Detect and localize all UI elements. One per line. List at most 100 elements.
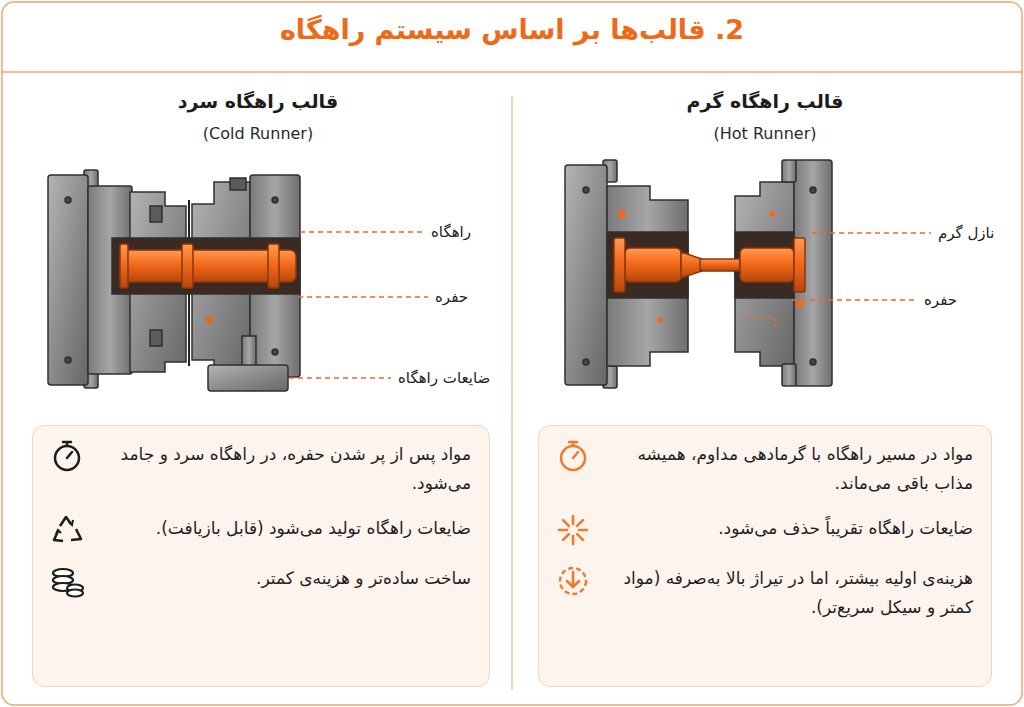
feature-row: هزینه‌ی اولیه بیشتر، اما در تیراژ بالا ب… [553,564,973,622]
feature-icon-part [67,590,83,597]
feature-icon [47,512,87,548]
hot-runner-mold-part [607,186,688,366]
cold-runner-mold-part [272,349,278,355]
feature-icon-part [563,520,569,526]
leader-line [812,232,931,234]
feature-row: مواد در مسیر راهگاه با گرمادهی مداوم، هم… [553,440,973,498]
hot-runner-mold-part [810,187,816,193]
cold-runner-mold-part [206,316,214,324]
cold-runner-mold-part [272,197,278,203]
leader-line [298,296,428,298]
hot-runner-mold-part [565,165,607,385]
cold-runner-mold-part [88,186,132,374]
panel-subheading: (Cold Runner) [48,124,468,143]
leader-line [289,377,391,379]
panel-subheading: (Hot Runner) [555,124,975,143]
feature-icon [47,438,87,474]
feature-icon-part [71,529,81,540]
feature-icon-part [561,446,585,470]
hot-runner-mold-part [625,248,681,282]
feature-icon-part [560,568,586,594]
leader-lines [289,232,931,378]
leader-line [300,231,424,233]
part-label: راهگاه [431,223,471,241]
cold-runner-mold-part [230,178,246,190]
cold-runner-mold-part [120,244,128,288]
feature-icon-part [63,441,71,444]
cold-runner-mold [48,170,300,391]
cold-runner-mold-part [150,206,162,222]
leader-line [792,299,917,301]
diagram-title: 2. قالب‌ها بر اساس سیستم راهگاه [0,14,1024,45]
feature-icon-part [55,446,79,470]
hot-runner-mold-part [794,160,832,386]
panel-heading: قالب راهگاه سرد [48,90,468,112]
feature-icon-part [572,516,575,524]
feature-icon-part [573,452,578,458]
hot-runner-mold-part [810,359,816,365]
feature-icon-part [563,534,569,540]
feature-icon-part [56,530,61,534]
feature-row: ساخت ساده‌تر و هزینه‌ی کمتر. [47,564,471,598]
hot-runner-mold-part [657,317,663,323]
feature-icon [47,562,87,598]
cold-runner-mold-part [150,330,162,346]
hot-runner-mold-part [782,364,796,386]
feature-icon-part [569,441,577,444]
feature-box: مواد در مسیر راهگاه با گرمادهی مداوم، هم… [538,425,992,687]
feature-row: مواد پس از پر شدن حفره، در راهگاه سرد و … [47,440,471,498]
feature-row: ضایعات راهگاه تقریباً حذف می‌شود. [553,514,973,548]
hot-runner-mold-part [794,238,805,292]
hot-runner-mold-part [782,160,796,182]
feature-row: ضایعات راهگاه تولید می‌شود (قابل بازیافت… [47,514,471,548]
feature-text: مواد پس از پر شدن حفره، در راهگاه سرد و … [101,440,471,498]
part-label: حفره [435,288,468,306]
cold-runner-mold-part [65,357,71,363]
hot-runner-mold-part [735,232,794,298]
cold-runner-mold-part [112,238,300,294]
cold-runner-mold-part [65,197,71,203]
cold-runner-mold-part [242,336,256,368]
feature-text: مواد در مسیر راهگاه با گرمادهی مداوم، هم… [607,440,973,498]
feature-icon [553,562,593,598]
panel-divider [511,96,512,690]
feature-icon-part [54,531,63,541]
hot-runner-mold-part [735,182,794,366]
hot-runner-mold-part [796,300,804,308]
feature-icon-part [60,517,71,526]
feature-icon [553,512,593,548]
hot-runner-mold-part [618,210,626,218]
hot-runner-mold-part [583,359,589,365]
part-label: حفره [924,291,957,309]
feature-icon-part [572,536,575,544]
feature-box: مواد پس از پر شدن حفره، در راهگاه سرد و … [32,425,490,687]
feature-text: ضایعات راهگاه تقریباً حذف می‌شود. [607,514,973,543]
feature-text: ضایعات راهگاه تولید می‌شود (قابل بازیافت… [101,514,471,543]
panel-heading: قالب راهگاه گرم [555,90,975,112]
hot-runner-mold-part [769,211,775,217]
hot-runner-mold-part [607,232,688,298]
hot-runner-mold-part [700,259,740,271]
feature-text: ساخت ساده‌تر و هزینه‌ی کمتر. [101,564,471,593]
title-rule [2,71,1022,73]
hot-runner-mold [565,160,832,388]
cold-runner-mold-part [268,244,279,288]
cold-runner-mold-part [208,365,288,391]
feature-icon-part [577,520,583,526]
feature-text: هزینه‌ی اولیه بیشتر، اما در تیراژ بالا ب… [607,564,973,622]
hot-runner-mold-part [614,238,625,292]
hot-runner-mold-part [740,248,794,282]
feature-icon-part [567,572,579,587]
hot-runner-mold-part [583,187,589,193]
cold-runner-mold-part [182,244,193,288]
feature-icon-part [67,452,72,458]
hot-runner-mold-part [681,252,702,278]
part-label: نازل گرم [938,224,994,242]
cold-runner-mold-part [48,175,88,385]
feature-icon-part [69,520,73,525]
hot-runner-mold-part [745,318,775,330]
feature-icon [553,438,593,474]
